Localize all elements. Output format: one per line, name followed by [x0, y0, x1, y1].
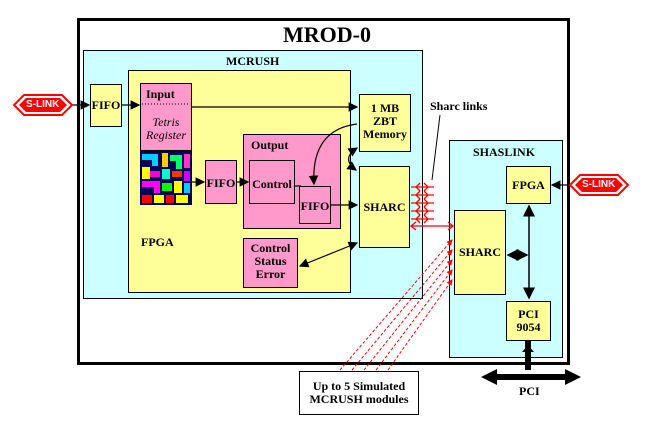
simulated-line-2: MCRUSH modules [309, 392, 409, 406]
mcrush-label: MCRUSH [226, 54, 280, 68]
zbt-to-fifo-out-curve [308, 123, 358, 186]
fifo-in-label: FIFO [91, 98, 121, 112]
fifo-mid-block: FIFO [205, 160, 237, 204]
slink-right-logo: S-LINK [568, 173, 630, 197]
sharc-links-pointer [431, 114, 441, 181]
slink-right-text: S-LINK [582, 179, 616, 190]
zbt-line-3: Memory [363, 127, 407, 141]
pci-9054-line-1: PCI [518, 307, 539, 321]
pci-9054-block: PCI 9054 [506, 301, 551, 341]
input-block [140, 83, 192, 151]
simulated-modules-box: Up to 5 Simulated MCRUSH modules [299, 371, 419, 415]
mrod-0-title: MROD-0 [283, 22, 371, 47]
output-label: Output [251, 138, 289, 152]
mcrush-sharc-block: SHARC [359, 166, 410, 248]
input-label: Input [146, 87, 175, 101]
pci-bus-label: PCI [519, 384, 540, 398]
slink-left-text: S-LINK [26, 99, 60, 110]
fifo-out-block: FIFO [299, 186, 331, 224]
shaslink-fpga-block: FPGA [506, 166, 551, 204]
zbt-line-2: ZBT [372, 114, 397, 128]
tetris-label-2: Register [146, 128, 186, 142]
fpga-label: FPGA [141, 235, 174, 249]
fifo-out-label: FIFO [300, 199, 330, 213]
cse-line-3: Error [255, 267, 286, 281]
shaslink-sharc-block: SHARC [454, 210, 506, 295]
fifo-in-block: FIFO [90, 84, 122, 127]
cse-sharc-arrow [298, 241, 359, 268]
mcrush-sharc-label: SHARC [363, 200, 406, 214]
control-block: Control [249, 160, 295, 204]
shaslink-fpga-label: FPGA [512, 178, 545, 192]
tetris-image [140, 151, 192, 205]
tetris-blocks-graphic [140, 151, 192, 205]
control-label: Control [252, 177, 292, 191]
zbt-sharc-curve [346, 147, 359, 171]
simulated-links-group [339, 239, 453, 371]
sharc-links-label: Sharc links [430, 99, 488, 113]
shaslink-sharc-label: SHARC [458, 245, 501, 259]
tetris-label-1: Tetris [152, 115, 180, 129]
pci-horizontal-bus [481, 369, 581, 385]
control-status-error-block: Control Status Error [243, 238, 298, 288]
zbt-line-1: 1 MB [370, 101, 400, 115]
shaslink-label: SHASLINK [473, 145, 536, 159]
cse-line-1: Control [250, 241, 291, 255]
pci-9054-line-2: 9054 [516, 320, 541, 334]
sharc-links-group [409, 182, 455, 231]
simulated-line-1: Up to 5 Simulated [312, 379, 406, 393]
slink-left-logo: S-LINK [12, 93, 74, 117]
zbt-memory-block: 1 MB ZBT Memory [359, 94, 411, 152]
cse-line-2: Status [254, 254, 287, 268]
fifo-mid-label: FIFO [206, 176, 236, 190]
